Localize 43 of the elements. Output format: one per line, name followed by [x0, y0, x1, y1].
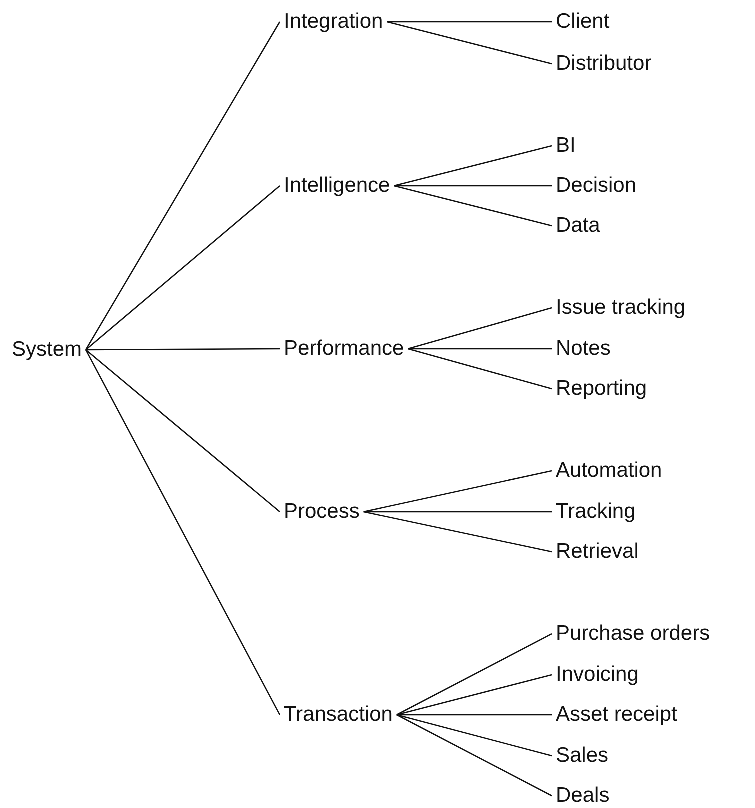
connector-line [396, 714, 552, 716]
topic-label: Invoicing [556, 662, 639, 688]
topic-label: Integration [284, 10, 384, 34]
topic-label: BI [556, 134, 576, 158]
connector-line [396, 674, 552, 716]
connector-line [85, 22, 281, 350]
topic-label: Reporting [556, 376, 648, 402]
topic-label: Sales [556, 744, 609, 768]
connector-line [408, 307, 552, 350]
topic-label: Tracking [556, 500, 636, 524]
topic-label: Client [556, 10, 610, 34]
topic-label: Purchase orders [556, 622, 710, 646]
connector-line [396, 633, 552, 716]
connector-line [364, 511, 552, 553]
topic-label: Process [284, 500, 360, 524]
connector-line [408, 348, 552, 350]
topic-label: System [12, 338, 82, 362]
connector-line [86, 186, 280, 350]
topic-label: Transaction [284, 702, 393, 728]
connector-line [394, 145, 552, 187]
topic-label: Distributor [556, 52, 652, 76]
connector-line [408, 348, 552, 390]
connector-line [364, 470, 552, 513]
topic-label: Deals [556, 784, 610, 808]
connector-line [396, 714, 552, 797]
topic-label: Issue tracking [556, 296, 686, 320]
connector-line [86, 348, 280, 351]
connector-line [85, 350, 281, 716]
topic-label: Notes [556, 336, 611, 362]
topic-label: Performance [284, 336, 404, 362]
topic-label: Asset receipt [556, 702, 678, 728]
connector-line [364, 511, 552, 513]
connector-line [86, 350, 280, 512]
connector-line [396, 714, 552, 757]
connector-line [387, 21, 552, 65]
topic-label: Intelligence [284, 174, 390, 198]
connector-line [387, 21, 552, 23]
connector-line [394, 185, 552, 187]
topic-label: Data [556, 214, 600, 238]
topic-label: Decision [556, 174, 637, 198]
topic-label: Retrieval [556, 540, 639, 564]
topic-label: Automation [556, 458, 662, 484]
connector-line [394, 185, 552, 227]
